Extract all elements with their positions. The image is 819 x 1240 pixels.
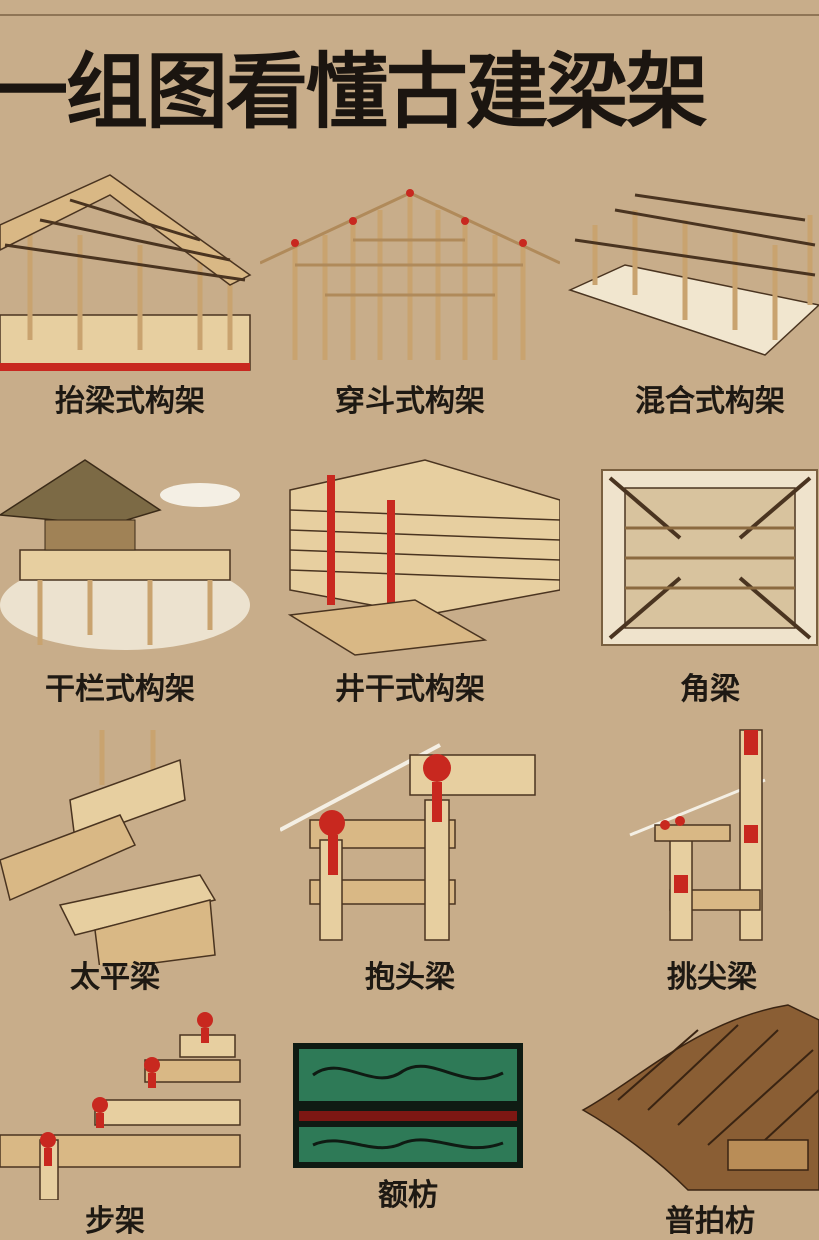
- illustration-pupaifang: [578, 1000, 819, 1200]
- hunhe-frame-drawing: [567, 193, 819, 356]
- illustration-baotouliang: [280, 740, 540, 945]
- efang-drawing: [293, 1043, 523, 1168]
- illustration-tailiang-frame: [0, 165, 260, 375]
- caption-tiaojianliang: 挑尖梁: [667, 960, 757, 995]
- illustration-jiaoliang: [600, 468, 819, 648]
- caption-baotouliang: 抱头梁: [365, 960, 455, 995]
- tiaojianliang-drawing: [629, 729, 766, 941]
- pupaifang-drawing: [581, 1004, 819, 1191]
- caption-ganlan: 干栏式构架: [45, 672, 195, 707]
- caption-efang: 额枋: [378, 1178, 438, 1213]
- jiaoliang-drawing: [601, 469, 818, 646]
- illustration-hunhe-frame: [565, 185, 819, 370]
- illustration-ganlan-frame: [0, 455, 250, 655]
- jinggan-frame-drawing: [287, 459, 560, 656]
- caption-chuandou: 穿斗式构架: [335, 384, 485, 419]
- bujia-drawing: [0, 1012, 241, 1200]
- ganlan-frame-drawing: [0, 459, 250, 650]
- caption-taipingliang: 太平梁: [70, 960, 160, 995]
- chuandou-frame-drawing: [260, 189, 560, 360]
- top-rule: [0, 14, 819, 16]
- baotouliang-drawing: [280, 743, 536, 941]
- illustration-chuandou-frame: [260, 185, 560, 365]
- illustration-jinggan-frame: [285, 440, 560, 660]
- caption-jinggan: 井干式构架: [335, 672, 485, 707]
- tailiang-frame-drawing: [0, 174, 252, 371]
- taipingliang-drawing: [0, 730, 217, 965]
- caption-jiaoliang: 角梁: [680, 672, 740, 707]
- illustration-taipingliang: [0, 725, 235, 965]
- page-title: 一组图看懂古建梁架: [0, 44, 708, 140]
- caption-pupaifang: 普拍枋: [665, 1204, 755, 1239]
- illustration-bujia: [0, 1005, 245, 1200]
- caption-bujia: 步架: [85, 1204, 145, 1239]
- illustration-efang: [293, 1043, 523, 1168]
- illustration-tiaojianliang: [625, 725, 790, 945]
- caption-tailiang: 抬梁式构架: [55, 384, 205, 419]
- caption-hunhe: 混合式构架: [635, 384, 785, 419]
